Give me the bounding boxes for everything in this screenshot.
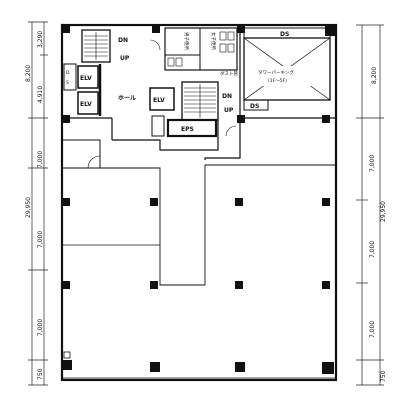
women-toilet-label: 女子便所 (210, 32, 217, 50)
dim-right-4: 7,000 (369, 241, 376, 258)
dim-left-2: 4,910 (37, 86, 44, 103)
left-elevators: ELV ELV (77, 64, 102, 116)
tower-parking-label: タワーパーキング (258, 69, 294, 76)
dim-right-6: 750 (380, 370, 387, 382)
left-stair-up: UP (120, 55, 130, 62)
dim-right-3: 29,950 (380, 201, 387, 222)
left-dimension-line (28, 21, 48, 386)
columns (62, 25, 336, 374)
dim-left-1: 3,290 (37, 31, 44, 48)
right-dimension-labels: 8,200 7,000 29,950 7,000 7,000 750 (369, 67, 387, 382)
dim-left-5: 29,950 (25, 197, 32, 218)
hall-label: ホール (118, 95, 136, 102)
top-ds-label: DS (280, 31, 289, 38)
bottom-left-detail (63, 351, 71, 359)
left-ds-label-d: D (66, 70, 70, 76)
toilet-block (164, 27, 238, 71)
left-elv-2-label: ELV (80, 101, 92, 108)
mid-ds-label: DS (250, 103, 259, 110)
left-elv-1-label: ELV (80, 75, 92, 82)
tower-parking-floors: (1F～5F) (268, 78, 287, 84)
tower-parking: DS タワーパーキング (1F～5F) DS (243, 27, 331, 111)
interior-walls (62, 27, 336, 286)
center-stair-up: UP (224, 107, 234, 114)
left-ds-label-s: S (66, 80, 69, 86)
dim-right-2: 7,000 (369, 155, 376, 172)
dim-left-3: 8,200 (25, 65, 32, 82)
left-stair: DN UP (81, 29, 130, 63)
left-ds-shaft: D S (63, 63, 77, 91)
dim-left-4: 7,000 (37, 151, 44, 168)
center-elv-label: ELV (153, 97, 165, 104)
door-swings (149, 39, 237, 137)
small-room-left (62, 139, 101, 169)
center-core: ELV DN UP EPS (149, 81, 234, 138)
dim-left-8: 750 (37, 368, 44, 380)
dim-left-6: 7,000 (37, 231, 44, 248)
dust-pipe-label: ダスト管 (220, 70, 238, 77)
dim-right-1: 8,200 (371, 67, 378, 84)
dim-left-7: 7,000 (37, 319, 44, 336)
left-dimension-labels: 3,290 4,910 8,200 7,000 29,950 7,000 7,0… (25, 31, 44, 380)
left-stair-dn: DN (118, 37, 128, 44)
right-dimension-line (356, 24, 384, 386)
eps-label: EPS (181, 126, 194, 133)
dim-right-5: 7,000 (369, 321, 376, 338)
center-stair-dn: DN (222, 93, 232, 100)
men-toilet-label: 男子便所 (183, 32, 190, 50)
